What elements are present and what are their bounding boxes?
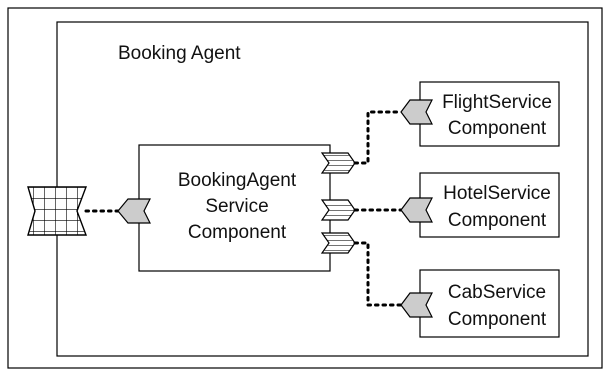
booking-service-icon bbox=[117, 198, 151, 224]
component-hotel-service bbox=[419, 172, 560, 238]
composite-service-promotion bbox=[27, 186, 88, 236]
flight-service-icon bbox=[400, 99, 433, 125]
wire-to-cab bbox=[353, 241, 403, 307]
booking-component-label-1: BookingAgent bbox=[178, 170, 297, 191]
hotel-service-icon bbox=[400, 197, 433, 223]
component-booking-agent-service bbox=[138, 144, 331, 272]
flight-component-label-1: FlightService bbox=[442, 92, 552, 113]
outer-frame bbox=[7, 7, 603, 369]
wire-to-flight bbox=[353, 110, 403, 165]
cab-service-icon bbox=[400, 292, 433, 318]
cab-component-label-1: CabService bbox=[448, 282, 546, 303]
reference-flight-icon bbox=[320, 152, 356, 174]
hotel-component-label-1: HotelService bbox=[443, 183, 551, 204]
reference-hotel-icon bbox=[320, 199, 356, 221]
component-flight-service bbox=[419, 81, 560, 147]
reference-cab-icon bbox=[320, 232, 356, 254]
cab-component-label-2: Component bbox=[448, 309, 547, 330]
flight-component-label-2: Component bbox=[448, 118, 547, 139]
booking-component-label-2: Service bbox=[205, 196, 268, 217]
composite-title: Booking Agent bbox=[118, 43, 241, 64]
booking-component-label-3: Component bbox=[188, 222, 287, 243]
hotel-component-label-2: Component bbox=[448, 210, 547, 231]
